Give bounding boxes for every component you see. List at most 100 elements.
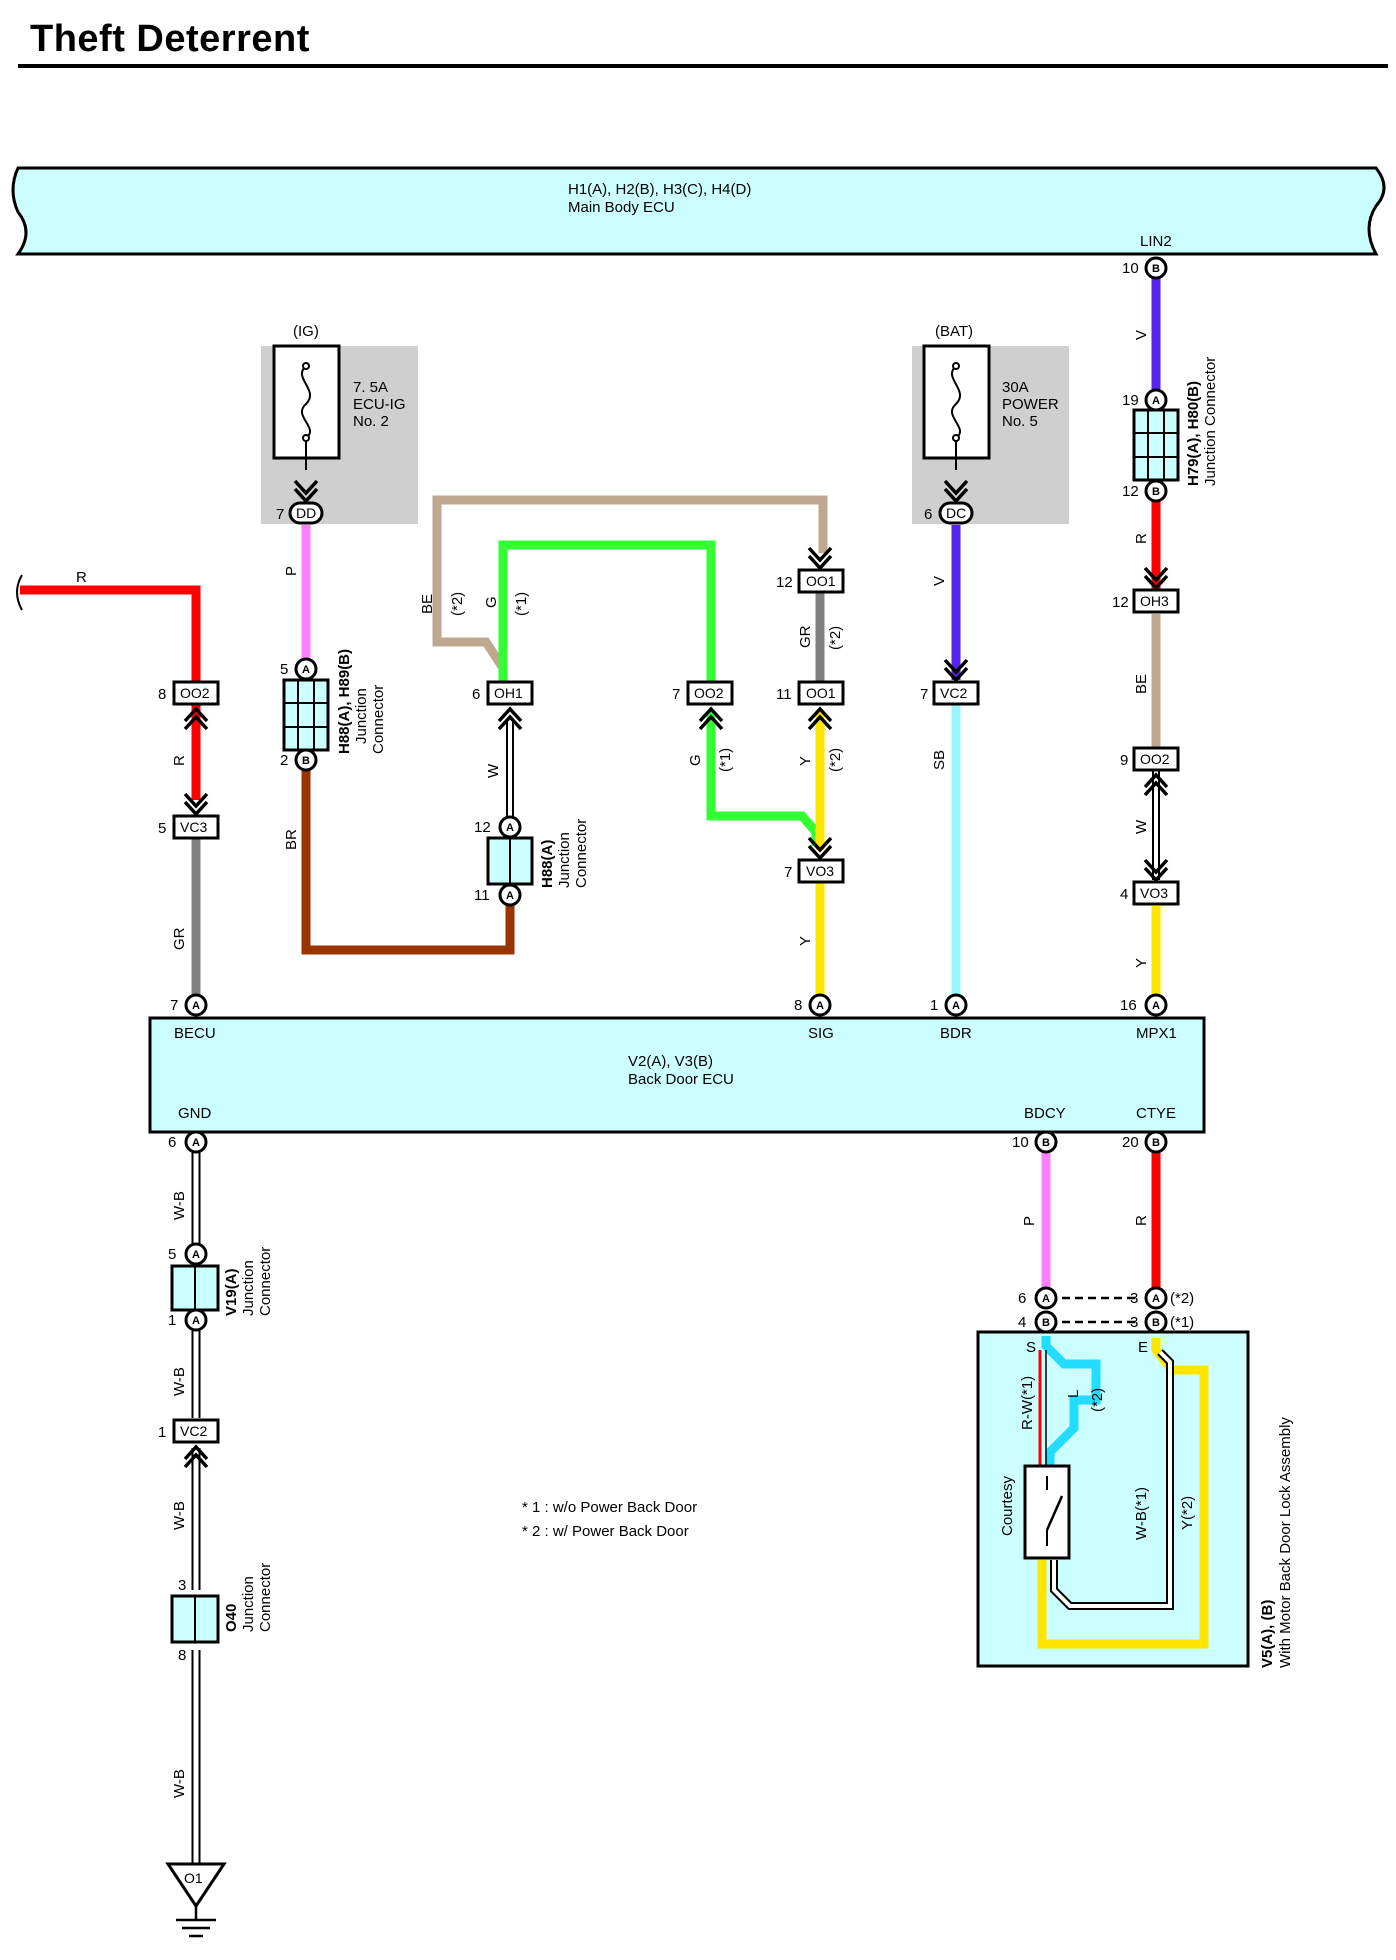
pin-num-becu: 7: [170, 997, 178, 1014]
pin-num-v5-l1: 6: [1018, 1290, 1026, 1307]
term-becu: BECU: [174, 1025, 216, 1042]
wl-br: BR: [283, 829, 300, 850]
wl-r-mid: R: [171, 755, 188, 766]
svg-text:A: A: [192, 1000, 200, 1012]
svg-text:B: B: [302, 755, 310, 767]
pin-h88h89-a: A: [294, 657, 318, 681]
conn-vo3-right: VO3: [1132, 880, 1180, 906]
pin-num-oo1-top: 12: [776, 574, 793, 591]
svg-text:DD: DD: [296, 505, 316, 521]
wl-y-low: Y: [797, 936, 814, 946]
pin-num-o40-bot: 8: [178, 1647, 186, 1664]
pin-num-h88h89-a: 5: [280, 661, 288, 678]
svg-text:OO1: OO1: [806, 685, 836, 701]
conn-oo1-top: OO1: [797, 568, 845, 594]
wl-v-bat: V: [931, 576, 948, 586]
wl-wb-2: W-B: [171, 1367, 188, 1396]
pin-h88-a2: A: [498, 883, 522, 907]
ig-fuse-icon: [300, 365, 312, 470]
note-2: * 2 : w/ Power Back Door: [522, 1523, 689, 1540]
h88h89-l1: Junction: [353, 688, 370, 744]
conn-vc3: VC3: [172, 814, 220, 840]
wl-star2-c: (*2): [827, 748, 844, 772]
title-rule: [18, 64, 1388, 68]
pin-bdcy: B: [1034, 1130, 1058, 1154]
wire-r-left: [20, 585, 201, 690]
pin-num-dc: 6: [924, 506, 932, 523]
svg-text:OO2: OO2: [694, 685, 724, 701]
wl-r-left: R: [76, 569, 87, 586]
wl-be-right: BE: [1133, 674, 1150, 694]
pin-num-oh1: 6: [472, 686, 480, 703]
svg-text:A: A: [1152, 1000, 1160, 1012]
junction-v19: [170, 1264, 220, 1312]
wl-star1-b: (*1): [717, 748, 734, 772]
conn-oo1-bot: OO1: [797, 680, 845, 706]
h88-l1: Junction: [556, 832, 573, 888]
ground-symbol: [165, 1862, 227, 1938]
wire-g-lower: [706, 712, 821, 846]
pin-bdr: A: [944, 993, 968, 1017]
wl-r-bot: R: [1133, 1215, 1150, 1226]
wl-g-top: G: [483, 596, 500, 608]
wl-star2-a: (*2): [449, 592, 466, 616]
lin2-terminal: LIN2: [1140, 233, 1172, 250]
svg-text:A: A: [302, 664, 310, 676]
pin-num-oo2-left: 8: [158, 686, 166, 703]
pin-num-v19-a2: 1: [168, 1312, 176, 1329]
ig-fuse-name: ECU-IG: [353, 396, 406, 413]
term-bdr: BDR: [940, 1025, 972, 1042]
pin-lin2: B: [1144, 256, 1168, 280]
pin-num-o40-top: 3: [178, 1577, 186, 1594]
pin-v19-a2: A: [184, 1308, 208, 1332]
wl-rw: R-W(*1): [1019, 1376, 1036, 1430]
o40-l2: Connector: [257, 1563, 274, 1632]
wl-y-sig: Y: [797, 756, 814, 766]
conn-vc2-ground: VC2: [172, 1418, 220, 1444]
h88h89-l2: Connector: [370, 685, 387, 754]
svg-text:B: B: [1042, 1317, 1050, 1329]
svg-text:OO2: OO2: [180, 685, 210, 701]
pin-v5-r1: A: [1144, 1286, 1168, 1310]
terminal-e: E: [1138, 1339, 1148, 1356]
back-ecu-sub: Back Door ECU: [628, 1071, 734, 1088]
pin-num-oo2-mid: 7: [672, 686, 680, 703]
svg-text:VO3: VO3: [806, 863, 834, 879]
pin-num-oh3: 12: [1112, 594, 1129, 611]
junction-h88: [486, 836, 534, 886]
wl-star2-d: (*2): [1089, 1388, 1106, 1412]
wl-gr-left: GR: [171, 927, 188, 950]
h88-l2: Connector: [573, 819, 590, 888]
bat-fuse-name: POWER: [1002, 396, 1059, 413]
pin-num-bdcy: 10: [1012, 1134, 1029, 1151]
svg-text:DC: DC: [946, 505, 966, 521]
junction-h79-h80: [1132, 408, 1180, 482]
conn-oo2-mid: OO2: [686, 680, 734, 706]
wl-p-top: P: [283, 566, 300, 576]
wl-r-right: R: [1133, 533, 1150, 544]
ig-fuse-rating: 7. 5A: [353, 379, 388, 396]
bat-fuse-header: (BAT): [935, 323, 973, 340]
pin-num-ctye: 20: [1122, 1134, 1139, 1151]
wl-wb-3: W-B: [171, 1501, 188, 1530]
svg-text:A: A: [506, 890, 514, 902]
h88-name: H88(A): [539, 840, 556, 888]
svg-text:OO1: OO1: [806, 573, 836, 589]
pin-sig: A: [808, 993, 832, 1017]
svg-text:OO2: OO2: [1140, 751, 1170, 767]
svg-text:B: B: [1152, 1137, 1160, 1149]
pin-h79-b: B: [1144, 479, 1168, 503]
wire-br: [301, 760, 515, 955]
pin-num-oo2b: 9: [1120, 752, 1128, 769]
wire-l: [1041, 1336, 1101, 1468]
pin-num-h88-a2: 11: [474, 887, 490, 904]
wl-gr-sig: GR: [797, 625, 814, 648]
conn-vc2: VC2: [932, 680, 980, 706]
wl-wb-inner: W-B(*1): [1133, 1487, 1150, 1540]
wl-wb-1: W-B: [171, 1191, 188, 1220]
pin-v5-l2: B: [1034, 1310, 1058, 1334]
wl-wb-4: W-B: [171, 1769, 188, 1798]
pin-v5-r2: B: [1144, 1310, 1168, 1334]
term-bdcy: BDCY: [1024, 1105, 1066, 1122]
svg-text:A: A: [816, 1000, 824, 1012]
